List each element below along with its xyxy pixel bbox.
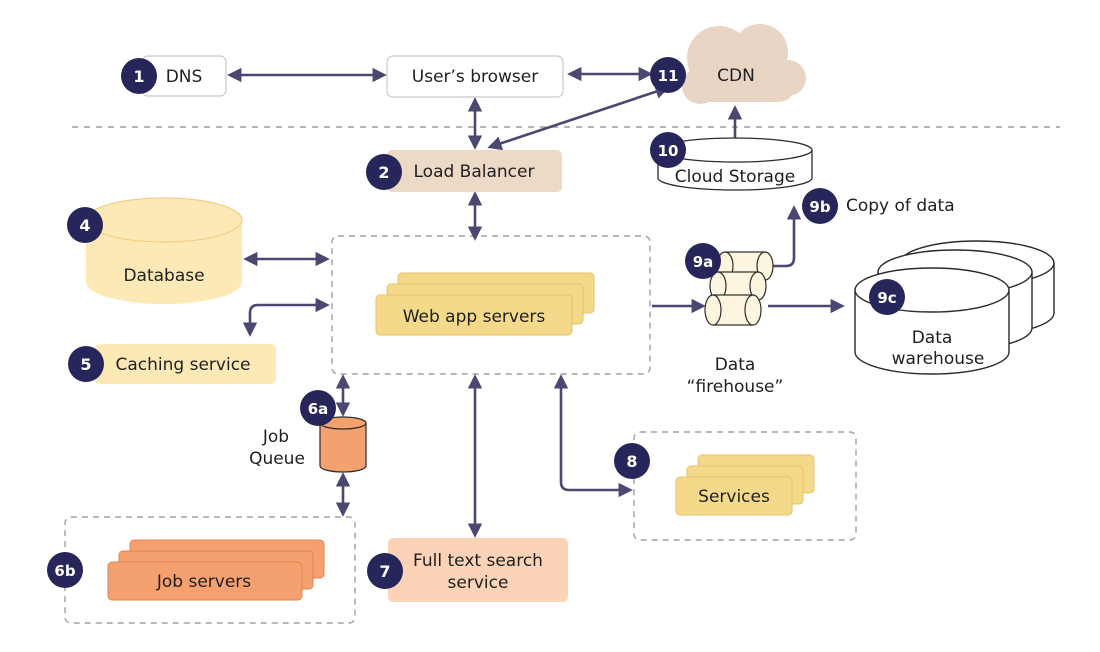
database-label: Database [123, 266, 204, 286]
svg-text:9b: 9b [809, 198, 830, 216]
badge-5: 5 [68, 346, 104, 382]
copy-of-data-label: Copy of data [846, 196, 955, 216]
services-group [633, 431, 857, 541]
job-servers-stack [107, 539, 325, 601]
svg-text:6a: 6a [308, 400, 329, 418]
job-queue-label-line2: Queue [249, 449, 305, 469]
badge-7: 7 [367, 553, 403, 589]
load-balancer-label: Load Balancer [414, 162, 535, 182]
job-queue-cylinder-icon [319, 416, 367, 473]
badge-9c: 9c [869, 279, 905, 315]
svg-text:10: 10 [658, 142, 679, 160]
badge-9a: 9a [685, 243, 721, 279]
svg-text:4: 4 [79, 216, 90, 235]
caching-service-box [95, 344, 276, 384]
arrow-webservers-services [553, 374, 633, 498]
cloud-storage-cylinder-icon [657, 137, 813, 191]
web-app-servers-stack [375, 272, 595, 336]
svg-text:9a: 9a [693, 253, 714, 271]
dns-label: DNS [166, 67, 203, 87]
data-warehouse-label-line1: Data [912, 328, 953, 348]
services-label: Services [698, 487, 770, 507]
load-balancer-box [387, 150, 562, 192]
arrow-caching-webservers [242, 297, 330, 337]
badge-2: 2 [366, 154, 402, 190]
svg-text:1: 1 [133, 67, 144, 86]
full-text-search-box [388, 538, 568, 602]
job-servers-label: Job servers [156, 572, 251, 592]
browser-box [386, 55, 564, 98]
badge-4: 4 [67, 207, 103, 243]
full-text-search-label-line2: service [448, 573, 509, 593]
badge-1: 1 [121, 58, 157, 94]
svg-text:6b: 6b [54, 562, 75, 580]
full-text-search-label-line1: Full text search [413, 551, 543, 571]
cdn-cloud-icon [682, 24, 806, 104]
svg-text:11: 11 [658, 67, 679, 85]
cloud-storage-label: Cloud Storage [675, 167, 795, 187]
web-app-servers-group [331, 235, 651, 375]
firehose-label-line2: “firehouse” [687, 377, 784, 397]
svg-text:5: 5 [80, 355, 91, 374]
browser-label: User’s browser [412, 67, 538, 87]
services-stack [675, 454, 815, 516]
badge-6b: 6b [47, 552, 83, 588]
badge-9b: 9b [802, 188, 838, 224]
arrow-loadbalancer-cdn [487, 84, 670, 151]
cdn-label: CDN [717, 66, 755, 86]
data-warehouse-label-line2: warehouse [892, 349, 985, 369]
arrow-firehose-copy [762, 205, 802, 268]
firehose-cylinders-icon [704, 251, 774, 326]
database-cylinder-icon [85, 197, 243, 304]
job-servers-group [64, 516, 356, 624]
svg-text:9c: 9c [877, 289, 896, 307]
badge-11: 11 [650, 57, 686, 93]
badge-10: 10 [650, 132, 686, 168]
caching-service-label: Caching service [116, 355, 251, 375]
svg-text:2: 2 [378, 163, 389, 182]
web-app-servers-label: Web app servers [403, 307, 546, 327]
badge-8: 8 [614, 443, 650, 479]
badge-6a: 6a [300, 390, 336, 426]
firehose-label-line1: Data [715, 355, 756, 375]
svg-text:7: 7 [379, 562, 390, 581]
svg-text:8: 8 [626, 452, 637, 471]
job-queue-label-line1: Job [262, 427, 289, 447]
